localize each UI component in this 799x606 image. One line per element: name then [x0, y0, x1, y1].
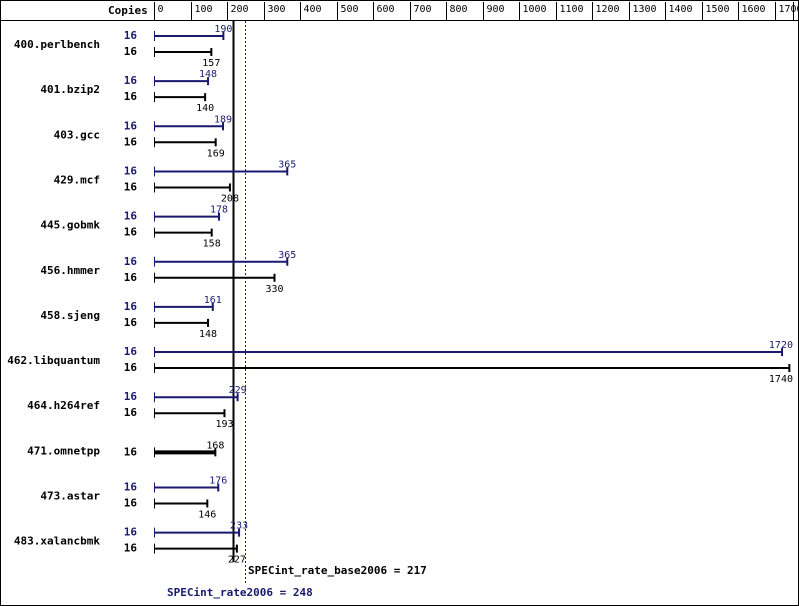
benchmark-label: 456.hmmer [40, 264, 100, 277]
base-copies-label: 16 [124, 542, 138, 555]
base-value-label: 168 [206, 440, 224, 451]
benchmark-label: 471.omnetpp [27, 444, 100, 457]
benchmark-label: 462.libquantum [7, 354, 100, 367]
base-value-label: 140 [196, 103, 214, 114]
x-tick-label: 1300 [633, 4, 657, 15]
peak-copies-label: 16 [124, 345, 138, 358]
benchmark-label: 483.xalancbmk [14, 535, 100, 548]
peak-value-label: 148 [199, 69, 217, 80]
x-tick-label: 1500 [706, 4, 730, 15]
peak-copies-label: 16 [124, 119, 138, 132]
peak-value-label: 189 [214, 114, 232, 125]
tick-layer: 0 100 200 300 400 500 600 700 800 900 1000 1100 1200… [154, 2, 799, 20]
peak-value-label: 233 [230, 521, 248, 532]
peak-value-label: 365 [278, 250, 296, 261]
base-copies-label: 16 [124, 316, 138, 329]
peak-value-label: 161 [204, 295, 222, 306]
x-tick-label: 1000 [523, 4, 547, 15]
x-tick-label: 600 [377, 4, 395, 15]
peak-value-label: 190 [214, 24, 232, 35]
base-value-label: 158 [203, 239, 221, 250]
benchmark-label: 403.gcc [54, 128, 100, 141]
peak-copies-label: 16 [124, 526, 138, 539]
x-tick-label: 1700 [779, 4, 799, 15]
base-value-label: 1740 [769, 374, 793, 385]
peak-summary-label: SPECint_rate2006 = 248 [167, 586, 313, 599]
benchmark-label: 473.astar [40, 490, 100, 503]
peak-copies-label: 16 [124, 255, 138, 268]
x-tick-label: 400 [304, 4, 322, 15]
x-tick-label: 1600 [742, 4, 766, 15]
benchmark-label: 458.sjeng [40, 309, 100, 322]
axis-header-label: Copies [108, 4, 148, 17]
peak-value-label: 229 [229, 385, 247, 396]
base-value-label: 148 [199, 329, 217, 340]
x-tick-label: 900 [487, 4, 505, 15]
base-copies-label: 16 [124, 361, 138, 374]
base-copies-label: 16 [124, 90, 138, 103]
base-copies-label: 16 [124, 45, 138, 58]
base-value-label: 169 [207, 148, 225, 159]
base-value-label: 330 [265, 284, 283, 295]
peak-copies-label: 16 [124, 481, 138, 494]
peak-value-label: 365 [278, 159, 296, 170]
x-tick-label: 100 [195, 4, 213, 15]
benchmark-label: 445.gobmk [40, 219, 100, 232]
base-copies-label: 16 [124, 226, 138, 239]
base-copies-label: 16 [124, 271, 138, 284]
reference-lines [232, 21, 246, 583]
benchmark-label: 464.h264ref [27, 399, 100, 412]
base-copies-label: 16 [124, 497, 138, 510]
benchmark-label: 401.bzip2 [40, 83, 100, 96]
x-tick-label: 1750 [797, 4, 799, 15]
base-copies-label: 16 [124, 135, 138, 148]
benchmark-label: 400.perlbench [14, 38, 100, 51]
x-tick-label: 500 [341, 4, 359, 15]
peak-copies-label: 16 [124, 300, 138, 313]
peak-value-label: 178 [210, 205, 228, 216]
base-value-label: 157 [202, 58, 220, 69]
base-copies-label: 16 [124, 406, 138, 419]
x-tick-label: 1100 [560, 4, 584, 15]
peak-copies-label: 16 [124, 29, 138, 42]
x-tick-label: 1400 [669, 4, 693, 15]
peak-copies-label: 16 [124, 390, 138, 403]
x-tick-label: 1200 [596, 4, 620, 15]
benchmark-label: 429.mcf [54, 173, 100, 186]
base-copies-label: 16 [124, 445, 138, 458]
benchmark-rows: 400.perlbench 16 16 190 157 401.bzip2 16 16 148 1… [7, 24, 793, 566]
x-tick-label: 0 [158, 4, 164, 15]
base-value-label: 193 [215, 419, 233, 430]
base-value-label: 146 [198, 510, 216, 521]
peak-value-label: 176 [209, 476, 227, 487]
peak-copies-label: 16 [124, 164, 138, 177]
x-tick-label: 300 [268, 4, 286, 15]
x-tick-label: 800 [450, 4, 468, 15]
x-tick-label: 700 [414, 4, 432, 15]
base-summary-label: SPECint_rate_base2006 = 217 [248, 564, 427, 577]
base-value-label: 227 [228, 555, 246, 566]
peak-copies-label: 16 [124, 74, 138, 87]
base-value-label: 208 [221, 193, 239, 204]
base-copies-label: 16 [124, 180, 138, 193]
peak-copies-label: 16 [124, 210, 138, 223]
x-tick-label: 200 [231, 4, 249, 15]
peak-value-label: 1720 [769, 340, 793, 351]
